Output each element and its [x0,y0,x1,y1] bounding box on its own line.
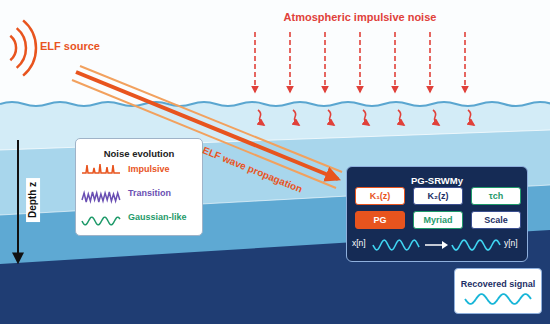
noise-label: Atmospheric impulsive noise [284,11,437,24]
recovered-wave [455,269,541,313]
sky [0,0,550,106]
depth-arrow [17,140,19,262]
node-text: Myriad [423,215,452,225]
node-text: Recovered signal [461,279,536,289]
water-layer [0,130,550,324]
refracted-noise [433,110,439,125]
source-label: ELF source [40,40,100,53]
deep-water-layer [0,230,550,324]
node-text: τch [489,191,504,201]
output-box: Recovered signal [454,268,542,314]
legend-icon [82,192,120,202]
signal-label: x[n] [352,238,366,248]
refracted-noise [398,110,404,125]
source-wave-arc [10,36,16,61]
refracted-noise [258,110,264,125]
noise-arrow [289,32,291,92]
noise-arrow [254,32,256,92]
module-box: Scale [471,211,521,229]
elf-beam [72,80,336,188]
legend-text: Impulsive [128,164,170,174]
noise-arrow [359,32,361,92]
refracted-noise [328,110,334,125]
refracted-noise [363,110,369,125]
source-wave-arc [17,28,26,68]
axis-label: Depth z [26,178,40,222]
module-box: Myriad [413,211,463,229]
processing-panel: PG-SRWMyK₁(z) K₂(z) τchPG Myriad Scale [346,166,528,262]
output-wave [452,240,500,250]
module-box: τch [471,187,521,205]
noise-arrow [464,32,466,92]
node-text: PG-SRWMy [411,175,463,186]
refracted-noise [468,110,474,125]
refracted-noise [293,110,299,125]
node-text: Noise evolution [104,148,175,159]
node-text: Scale [484,215,508,225]
source-wave-arc [23,20,36,75]
node-text: K₁(z) [370,191,391,201]
module-box: K₂(z) [413,187,463,205]
noise-arrow [394,32,396,92]
water-layer [0,96,550,324]
noise-arrow [429,32,431,92]
flow-arrow [425,244,443,246]
input-wave [373,240,419,250]
module-box: PG [355,211,405,229]
legend-text: Gaussian-like [128,212,187,222]
signal-label: y[n] [504,238,518,248]
node-text: K₂(z) [428,191,449,201]
module-box: K₁(z) [355,187,405,205]
flow-arrowhead [442,241,448,249]
sea-surface [0,102,550,106]
noise-evolution-box: Noise evolutionImpulsiveTransitionGaussi… [75,138,203,236]
legend-icon [82,217,120,225]
legend-text: Transition [128,188,171,198]
node-text: PG [373,215,386,225]
recovered-wave-line [465,294,531,304]
legend-icon [82,164,120,173]
noise-arrows [255,32,474,125]
noise-arrow [324,32,326,92]
